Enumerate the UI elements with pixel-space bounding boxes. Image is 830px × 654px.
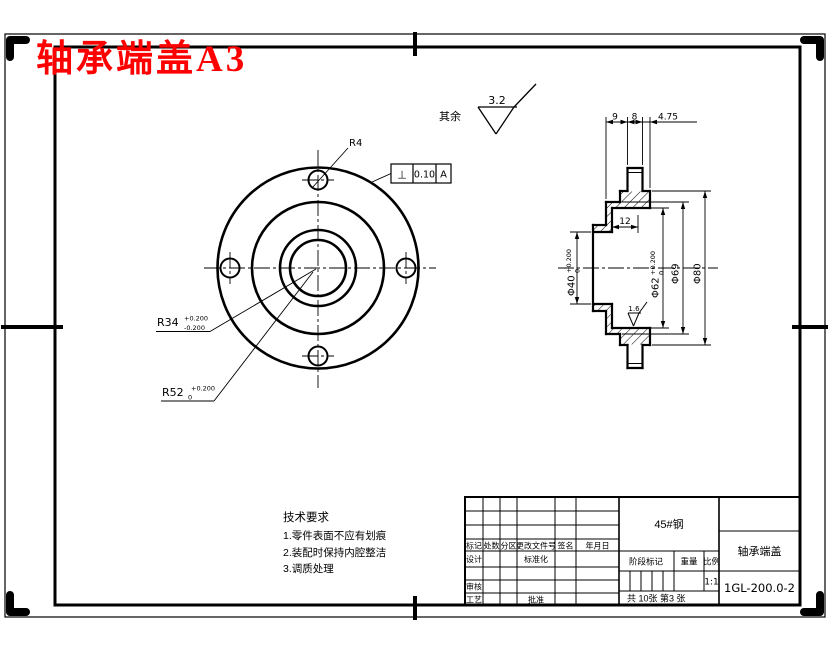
dim-phi80: Φ80 [693, 263, 704, 284]
tech-requirements: 技术要求 1.零件表面不应有划痕 2.装配时保持内腔整洁 3.调质处理 [283, 511, 387, 575]
section-outline [591, 166, 652, 370]
bolt-hole-left [219, 257, 241, 279]
tolerance-datum: A [440, 170, 447, 181]
inner-roughness: 1.6 [627, 301, 648, 327]
corner-mark-tl [6, 36, 30, 61]
tb-sheet-info: 共 10张 第3 张 [627, 593, 686, 604]
tolerance-value: 0.10 [414, 170, 435, 181]
corner-mark-bl [6, 591, 30, 616]
svg-text:R34: R34 [157, 316, 179, 329]
svg-text:Φ80: Φ80 [693, 263, 704, 284]
tb-label-fenqu: 分区 [501, 542, 517, 551]
tb-label-qianming: 签名 [558, 541, 574, 551]
tb-scale-value: 1:1 [704, 578, 718, 588]
outer-flange-circle [216, 166, 420, 370]
section-hatching [593, 191, 650, 345]
svg-text:0: 0 [188, 394, 192, 402]
recess-circle [278, 228, 358, 308]
general-roughness: 其余 3.2 [439, 83, 537, 135]
drawing-title: 轴承端盖A3 [36, 38, 247, 80]
corner-mark-tr [800, 36, 824, 61]
tb-part-name: 轴承端盖 [738, 544, 782, 558]
bolt-hole-bottom [307, 345, 329, 367]
svg-text:-0.200: -0.200 [184, 324, 205, 332]
dim-9: 9 [612, 113, 618, 123]
tb-scale-label: 比例 [703, 557, 720, 567]
step-circle [250, 200, 386, 336]
bolt-hole-top [307, 169, 329, 191]
tech-req-heading: 技术要求 [283, 511, 329, 524]
svg-text:+0.200: +0.200 [565, 249, 573, 273]
tb-stage-label: 阶段标记 [629, 557, 664, 567]
dim-phi40: Φ40 +0.200 0 [565, 249, 582, 296]
title-block-grid [464, 496, 801, 606]
roughness-icon [477, 83, 537, 135]
tb-label-biaoji: 标记 [466, 541, 482, 551]
tb-material: 45#钢 [654, 518, 683, 531]
r4-label: R4 [349, 138, 362, 149]
tb-label-standardization: 标准化 [524, 554, 548, 564]
tb-drawing-number: 1GL-200.0-2 [724, 581, 795, 595]
dim-phi62: Φ62 +0.200 0 [649, 251, 666, 298]
tb-label-process: 工艺 [466, 596, 482, 605]
svg-text:R52: R52 [162, 386, 184, 399]
svg-text:+0.200: +0.200 [184, 315, 208, 323]
svg-text:Φ40: Φ40 [567, 275, 578, 296]
front-circles [216, 166, 420, 370]
inner-roughness-value: 1.6 [628, 305, 640, 313]
tb-label-change-file: 更改文件号 [516, 541, 556, 551]
bolt-hole-right [395, 257, 417, 279]
dim-phi69: Φ69 [671, 263, 682, 284]
roughness-value: 3.2 [488, 94, 506, 107]
svg-text:0: 0 [658, 271, 666, 275]
section-dim-arrows [574, 119, 708, 345]
svg-text:+0.200: +0.200 [649, 251, 657, 275]
tech-req-item: 2.装配时保持内腔整洁 [283, 546, 386, 559]
tech-req-item: 1.零件表面不应有划痕 [283, 529, 387, 542]
sheet-frame [1, 32, 828, 620]
dim-12: 12 [619, 217, 630, 227]
tb-label-audit: 审核 [466, 582, 482, 592]
tb-label-date: 年月日 [586, 541, 610, 551]
svg-text:+0.200: +0.200 [191, 385, 215, 393]
svg-text:Φ62: Φ62 [651, 277, 662, 298]
tb-weight-label: 重量 [680, 557, 698, 567]
front-view: R4 ⊥ 0.10 A R34 +0.200 -0.200 R52 0 +0.2… [156, 138, 452, 402]
section-view: 9 8 4.75 12 Φ40 +0.200 0 Φ62 +0.200 0 Φ6… [558, 113, 718, 370]
svg-text:Φ69: Φ69 [671, 263, 682, 284]
perpendicularity-icon: ⊥ [397, 169, 407, 182]
tb-label-chushu: 处数 [484, 541, 500, 551]
inner-roughness-icon [627, 301, 648, 327]
roughness-prefix: 其余 [439, 109, 461, 123]
svg-text:0: 0 [574, 269, 582, 273]
corner-mark-br [800, 591, 824, 616]
tolerance-leader [370, 173, 392, 183]
r52-dimension: R52 0 +0.200 [161, 271, 314, 402]
r4-leader [311, 147, 349, 189]
title-block: 标记 处数 分区 更改文件号 签名 年月日 设计 标准化 审核 工艺 批准 45… [464, 496, 801, 606]
dim-4-75: 4.75 [658, 113, 678, 123]
dim-8: 8 [632, 113, 638, 123]
tb-label-design: 设计 [466, 554, 482, 564]
tolerance-frame: ⊥ 0.10 A [370, 163, 452, 184]
r34-dimension: R34 +0.200 -0.200 [156, 268, 317, 332]
tech-req-item: 3.调质处理 [283, 563, 334, 575]
tb-label-approve: 批准 [528, 595, 544, 605]
bore-circle [288, 238, 348, 298]
